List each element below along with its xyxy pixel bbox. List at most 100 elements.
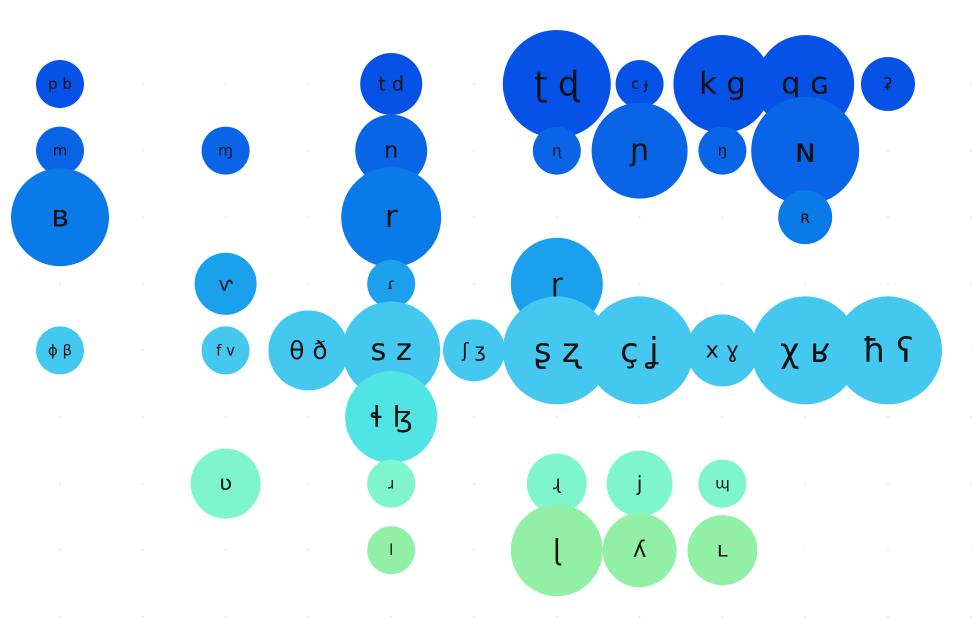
bubble-circle (615, 60, 664, 108)
bubble-label: ɭ (553, 534, 562, 567)
bubble-circle (861, 57, 915, 111)
bubble: ʃ ʒ (443, 319, 505, 382)
bubble-circle (606, 450, 673, 517)
bubble: ɱ (201, 126, 250, 175)
bubble-label: r (385, 199, 398, 235)
grid-dot (555, 416, 558, 418)
bubble: ɭ (510, 504, 603, 597)
bubble-circle (36, 60, 84, 108)
bubble: ŋ (698, 126, 747, 175)
bubble-label: ɰ (715, 475, 730, 493)
bubble-circle (36, 126, 84, 175)
bubble: ç ʝ (585, 296, 694, 405)
grid-dot (224, 549, 227, 552)
grid-dot (307, 216, 310, 219)
grid-dot (473, 149, 475, 152)
bubble-label: q ɢ (781, 67, 829, 102)
grid-dot (721, 615, 724, 618)
grid-dot (141, 349, 144, 352)
bubble: ɾ (367, 259, 416, 308)
bubble-label: ħ ʕ (862, 331, 913, 370)
grid-dot (804, 282, 807, 285)
bubble-label: ɾ (387, 275, 395, 293)
bubble-circle (367, 459, 416, 508)
bubble-circle (532, 126, 581, 175)
bubble: ʋ (190, 448, 261, 519)
bubble-circle (201, 126, 250, 175)
bubble-circle (591, 102, 688, 199)
grid-dot (141, 482, 144, 485)
bubble-circle (834, 296, 942, 405)
bubble-label: ɬ ɮ (370, 401, 413, 434)
bubble-label: ʂ ʐ (534, 331, 582, 370)
bubble-circle (367, 526, 416, 575)
bubble-label: ʀ (800, 207, 810, 227)
bubble-label: ʡ (884, 74, 893, 94)
bubble: j (606, 450, 673, 517)
bubble-label: ʋ (219, 471, 232, 496)
grid-dot (141, 83, 144, 85)
bubble-label: m (53, 142, 68, 160)
grid-dot (390, 615, 393, 618)
grid-dot (969, 549, 972, 552)
bubble: ʙ (11, 168, 109, 267)
bubble: f v (201, 326, 250, 375)
bubble-label: t d (378, 73, 404, 96)
bubble: θ ð (268, 310, 349, 391)
bubble-label: ɴ (795, 131, 816, 170)
bubble-circle (268, 310, 349, 391)
bubble: ɲ (591, 102, 688, 199)
grid-dot (887, 416, 889, 418)
bubble: c ɟ (615, 60, 664, 108)
grid-dot (307, 282, 310, 285)
bubble-circle (201, 326, 250, 375)
bubble: ɸ β (36, 326, 84, 375)
bubble: ɴ (751, 96, 860, 205)
grid-dot (887, 615, 889, 618)
bubble: ʡ (861, 57, 915, 111)
bubble-label: θ ð (289, 336, 327, 365)
bubble-label: f v (216, 341, 235, 359)
grid-dot (141, 615, 144, 618)
bubble-circle (502, 30, 611, 138)
grid-dot (887, 549, 889, 552)
grid-dot (473, 83, 475, 85)
bubble: ⱱ (194, 252, 257, 315)
grid-dot (969, 216, 972, 219)
bubble-circle (751, 96, 860, 205)
grid-dot (473, 615, 475, 618)
grid-dot (224, 615, 227, 618)
bubble-label: ʟ (717, 538, 728, 563)
bubble: ʀ (778, 190, 833, 245)
bubble-circle (526, 453, 587, 514)
bubble-circle (367, 259, 416, 308)
bubble-label: ɹ (388, 475, 394, 493)
bubble-label: ç ʝ (620, 331, 659, 370)
grid-dot (804, 482, 807, 485)
bubble-circle (673, 35, 772, 133)
bubble: ɬ ɮ (345, 371, 438, 463)
bubble-circle (510, 504, 603, 597)
bubble-label: x ɣ (706, 337, 740, 363)
bubble-layer: p bt dʈ ɖc ɟk gq ɢʡʔmɱnɳɲŋɴʙrʀⱱɾɽɸ βf vθ… (11, 30, 942, 597)
grid-dot (141, 416, 144, 418)
grid-dot (804, 549, 807, 552)
bubble-circle (778, 190, 833, 245)
grid-dot (721, 282, 724, 285)
bubble: χ ʁ (751, 296, 860, 405)
bubble-label: l (389, 541, 393, 559)
bubble: ʈ ɖ (502, 30, 611, 138)
grid-dot (555, 615, 558, 618)
bubble-circle (687, 515, 758, 586)
grid-dot (307, 482, 310, 485)
bubble-label: ŋ (718, 142, 728, 160)
bubble-label: c ɟ (631, 75, 648, 93)
grid-dot (969, 615, 972, 618)
grid-dot (224, 416, 227, 418)
bubble-label: ʙ (51, 200, 69, 235)
grid-dot (969, 282, 972, 285)
bubble: ʟ (687, 515, 758, 586)
bubble-label: ɽ (551, 267, 563, 300)
bubble-circle (602, 513, 677, 588)
